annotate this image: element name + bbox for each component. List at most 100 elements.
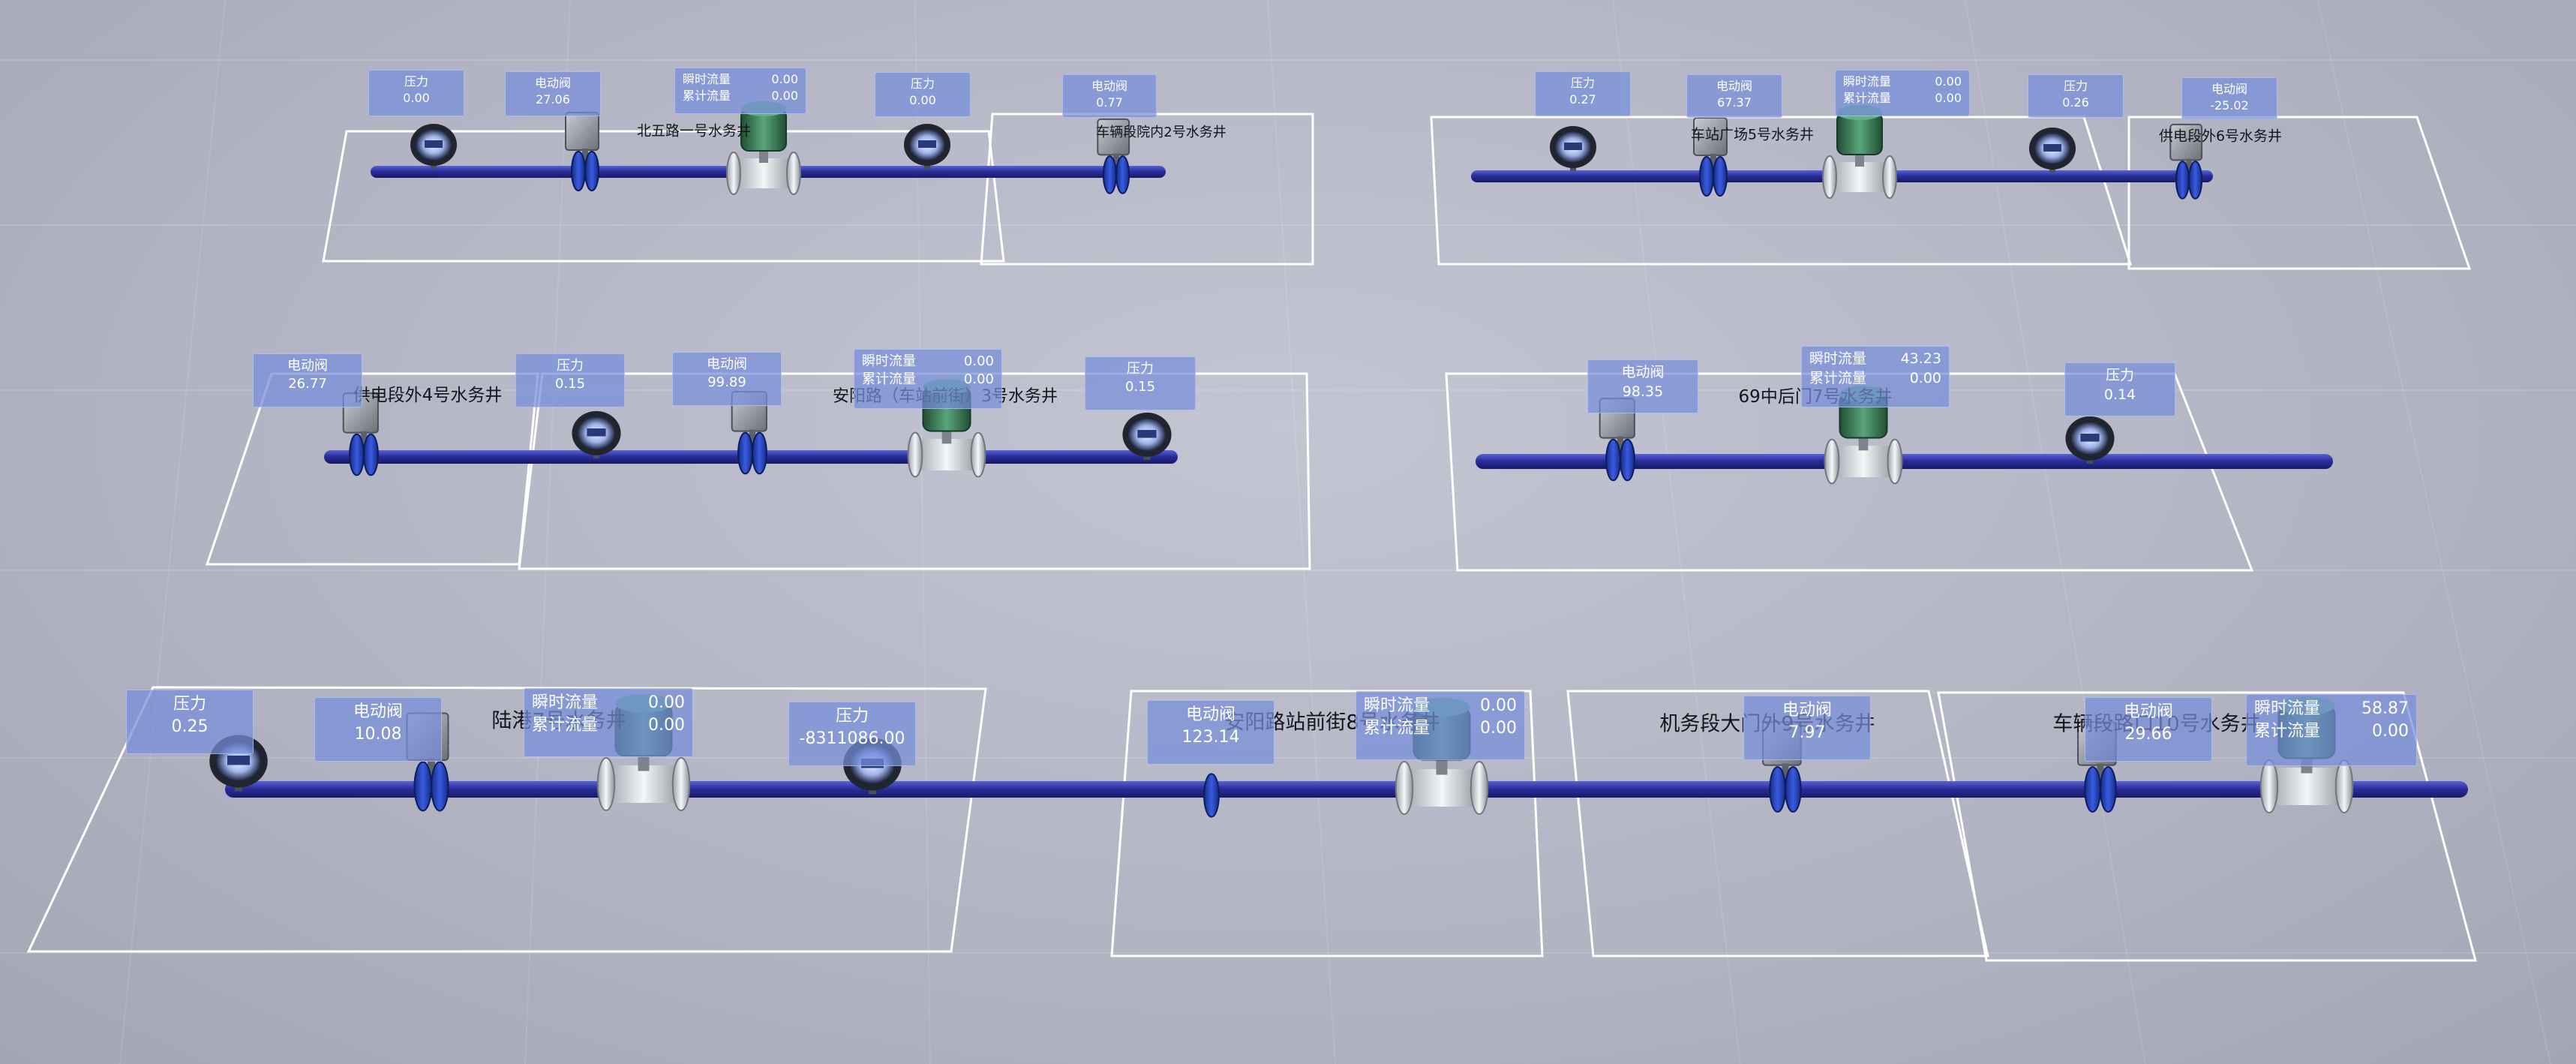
cumulative-flow-label: 累计流量 <box>1843 90 1892 105</box>
pressure-panel[interactable]: 压力 0.25 <box>126 690 254 754</box>
panel-value: 26.77 <box>288 376 327 392</box>
electric-valve <box>1097 118 1130 194</box>
pressure-panel[interactable]: 压力 0.00 <box>368 70 464 116</box>
pressure-panel[interactable]: 压力 0.27 <box>1535 71 1631 116</box>
panel-title: 电动阀 <box>353 702 403 721</box>
panel-value: 99.89 <box>707 374 746 391</box>
valve-panel[interactable]: 电动阀 26.77 <box>253 353 362 407</box>
zone-label-1[interactable]: 北五路一号水务井 <box>636 122 752 140</box>
pressure-panel[interactable]: 压力 0.00 <box>875 72 971 117</box>
cumulative-flow-label: 累计流量 <box>532 715 599 735</box>
cumulative-flow-value: 0.00 <box>1480 718 1517 738</box>
panel-title: 电动阀 <box>534 76 571 90</box>
panel-title: 电动阀 <box>2123 702 2173 721</box>
valve-panel[interactable]: 电动阀 98.35 <box>1587 359 1698 413</box>
panel-value: 98.35 <box>1622 383 1664 400</box>
valve-panel[interactable]: 电动阀 67.37 <box>1686 74 1782 118</box>
zone-outline <box>2127 116 2472 270</box>
zone-outlines <box>26 113 2477 962</box>
panel-title: 压力 <box>1570 76 1595 90</box>
pressure-panel[interactable]: 压力 0.15 <box>515 353 625 407</box>
instant-flow-value: 0.00 <box>1935 74 1962 89</box>
electric-valve <box>1693 117 1728 197</box>
cumulative-flow-row: 累计流量 0.00 <box>683 88 798 104</box>
instant-flow-value: 0.00 <box>963 353 994 369</box>
panel-value: 0.14 <box>2103 386 2136 403</box>
panel-value: 0.15 <box>554 376 586 392</box>
valve-panel[interactable]: 电动阀 0.77 <box>1062 74 1157 118</box>
pressure-gauge <box>1550 126 1596 171</box>
instant-flow-value: 0.00 <box>1480 696 1517 715</box>
pressure-gauge <box>2029 128 2076 173</box>
flow-meter <box>1822 105 1897 199</box>
pressure-gauge <box>410 124 457 169</box>
valve-panel[interactable]: 电动阀 123.14 <box>1147 700 1274 765</box>
panel-title: 电动阀 <box>2211 82 2247 96</box>
instant-flow-row: 瞬时流量 0.00 <box>862 353 994 371</box>
panel-value: 27.06 <box>536 92 570 107</box>
panel-title: 压力 <box>1127 361 1154 377</box>
panel-value: 0.00 <box>909 92 936 107</box>
pressure-gauge <box>1122 412 1172 460</box>
panel-value: 67.37 <box>1717 95 1752 110</box>
instant-flow-value: 58.87 <box>2361 699 2409 718</box>
valve-panel[interactable]: 电动阀 99.89 <box>672 352 782 406</box>
panel-value: 10.08 <box>354 724 402 744</box>
pressure-panel[interactable]: 压力 0.26 <box>2028 74 2124 118</box>
electric-valve <box>1599 398 1635 482</box>
panel-value: 123.14 <box>1181 727 1240 747</box>
cumulative-flow-label: 累计流量 <box>683 88 731 103</box>
valve-panel[interactable]: 电动阀 27.06 <box>505 71 601 116</box>
valve-panel[interactable]: 电动阀 7.97 <box>1743 696 1871 760</box>
instant-flow-label: 瞬时流量 <box>683 72 731 86</box>
cumulative-flow-label: 累计流量 <box>2254 721 2321 741</box>
zone-label-5[interactable]: 供电段外4号水务井 <box>353 386 503 405</box>
instant-flow-value: 43.23 <box>1900 350 1941 367</box>
zone-outline <box>26 686 987 953</box>
zone-outline <box>1566 690 1989 957</box>
instant-flow-label: 瞬时流量 <box>532 693 599 712</box>
pressure-gauge <box>572 410 621 458</box>
cumulative-flow-value: 0.00 <box>771 88 798 103</box>
zone-outline <box>980 113 1314 266</box>
instant-flow-label: 瞬时流量 <box>1843 74 1892 89</box>
panel-value: 7.97 <box>1788 723 1826 742</box>
panel-value: 0.25 <box>171 717 209 736</box>
pressure-panel[interactable]: 压力 -8311086.00 <box>788 702 916 766</box>
pressure-gauge <box>2065 416 2115 464</box>
pressure-panel[interactable]: 压力 0.14 <box>2064 362 2175 416</box>
flange <box>1203 773 1220 818</box>
pressure-panel[interactable]: 压力 0.15 <box>1085 356 1196 410</box>
panel-value: 0.15 <box>1124 379 1156 395</box>
panel-title: 压力 <box>173 695 206 714</box>
electric-valve <box>565 112 599 191</box>
valve-panel[interactable]: 电动阀 -25.02 <box>2181 77 2277 119</box>
zone-label-3[interactable]: 车站广场5号水务井 <box>1690 126 1815 143</box>
panel-title: 压力 <box>557 358 584 374</box>
zone-label-4[interactable]: 供电段外6号水务井 <box>2158 128 2283 145</box>
panel-value: 29.66 <box>2124 724 2172 744</box>
pipe <box>225 781 2468 798</box>
valve-panel[interactable]: 电动阀 10.08 <box>314 697 442 762</box>
instant-flow-label: 瞬时流量 <box>1364 696 1431 715</box>
zone-outline <box>322 130 1005 263</box>
zone-label-2[interactable]: 车辆段院内2号水务井 <box>1096 125 1226 140</box>
panel-title: 电动阀 <box>1716 79 1752 93</box>
instant-flow-label: 瞬时流量 <box>862 353 916 369</box>
valve-panel[interactable]: 电动阀 29.66 <box>2085 697 2212 762</box>
